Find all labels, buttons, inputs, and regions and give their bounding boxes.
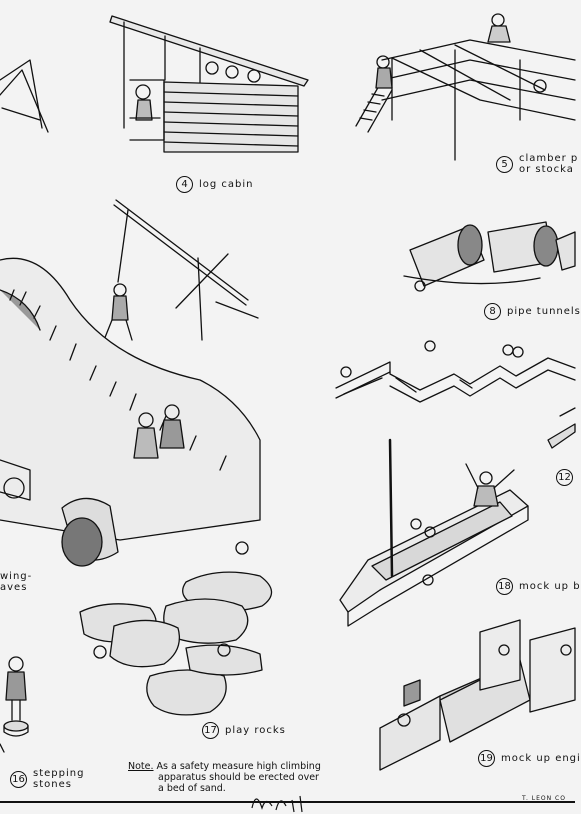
label-swing: wing- aves [0,571,32,593]
label-number-12: 12 [556,469,573,486]
label-number-18: 18 [496,578,513,595]
artist-credit: T. LEON CO [522,795,566,802]
label-text-swing-1: wing- [0,571,33,582]
label-text-pipe-tunnels: pipe tunnels [507,306,581,317]
rope-swing-illustration [103,199,259,341]
stepping-stones-illustration [0,656,29,753]
label-number-4: 4 [176,176,193,193]
note-line-3: a bed of sand. [158,783,226,794]
label-mock-up-engine: 19 mock up engi [478,750,581,767]
label-text-log-cabin: log cabin [199,179,254,190]
label-text-mock-up-b: mock up b [519,581,581,592]
label-text-stepping-1: stepping [33,768,85,779]
mock-up-engine-illustration [379,619,576,771]
label-text-mock-up-engine: mock up engi [501,753,581,764]
zigzag-wall-illustration [335,340,576,449]
bottom-rule [0,801,575,803]
label-text-clamber-1: clamber p [519,153,579,164]
log-cabin-illustration [109,15,309,153]
label-number-16: 16 [10,770,27,788]
play-rocks-illustration [79,541,273,716]
mock-up-boat-illustration [339,438,529,627]
label-mock-up-b: 18 mock up b [496,578,581,595]
note-line-2: apparatus should be erected over [158,772,319,783]
a-frame-illustration [0,59,49,133]
note-line-1: As a safety measure high climbing [156,761,321,772]
label-number-17: 17 [202,722,219,739]
label-text-clamber-2: or stocka [519,164,574,175]
label-text-stepping-2: stones [33,779,72,790]
label-log-cabin: 4 log cabin [176,176,254,193]
label-play-rocks: 17 play rocks [202,722,286,739]
label-text-play-rocks: play rocks [225,725,286,736]
signature-scribble [251,795,303,813]
pipe-tunnels-illustration [403,221,576,292]
label-number-5: 5 [496,155,513,173]
label-number-19: 19 [478,750,495,767]
label-twelve: 12 [556,469,579,486]
safety-note: Note. As a safety measure high climbing … [128,761,321,794]
note-lead: Note. [128,761,154,772]
label-text-swing-2: aves [0,582,28,593]
label-pipe-tunnels: 8 pipe tunnels [484,303,581,320]
label-number-8: 8 [484,303,501,320]
clamber-platform-illustration [355,13,576,161]
grass-mound-illustration [0,257,261,567]
